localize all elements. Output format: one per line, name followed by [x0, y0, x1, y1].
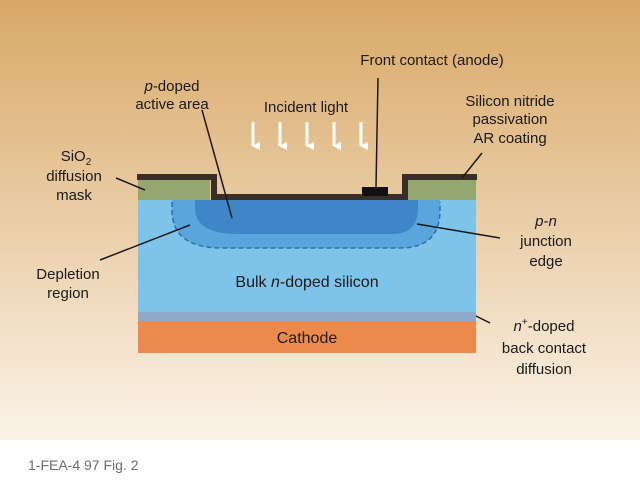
label-nitride-2: passivation: [472, 111, 547, 128]
label-front-contact: Front contact (anode): [360, 52, 503, 69]
label-nplus-doped: -doped: [528, 318, 575, 335]
label-nplus-superscript: +: [522, 317, 528, 328]
label-pn-1: p-n: [534, 213, 557, 230]
label-nplus-2: back contact: [502, 340, 587, 357]
label-sio2-base: SiO: [61, 148, 86, 165]
label-nitride-1: Silicon nitride: [465, 93, 554, 110]
label-p-doped: p-doped: [143, 78, 199, 95]
label-pn-3: edge: [529, 253, 562, 270]
p-doped-active-area: [195, 200, 418, 234]
label-bulk-n: n: [271, 274, 280, 291]
label-pn-n: n: [549, 213, 557, 230]
label-sio2-3: mask: [56, 187, 92, 204]
front-contact: [362, 187, 388, 196]
label-pn-p: p: [534, 213, 543, 230]
leader-n-plus: [475, 315, 491, 324]
n-plus-layer: [138, 312, 476, 321]
label-active-area: active area: [135, 96, 209, 113]
label-p-letter: p: [143, 78, 152, 95]
label-nplus-1: n+-doped: [514, 317, 575, 335]
leader-depletion: [99, 224, 191, 261]
label-nitride-3: AR coating: [473, 130, 546, 147]
sio2-mask-right: [408, 180, 476, 200]
leader-sio2: [115, 177, 146, 191]
leader-pn-junction: [416, 223, 501, 239]
leader-lines: [99, 77, 501, 324]
label-sio2-1: SiO2: [61, 148, 92, 168]
cathode-layer: [138, 321, 476, 353]
leader-nitride: [461, 152, 483, 179]
label-depletion-1: Depletion: [36, 266, 99, 283]
leader-active-area: [201, 109, 233, 219]
label-sio2-subscript: 2: [86, 157, 92, 168]
sio2-mask-left: [138, 180, 210, 200]
label-cathode: Cathode: [277, 330, 338, 347]
incident-light-arrows: [251, 122, 368, 150]
label-nplus-3: diffusion: [516, 361, 572, 378]
label-sio2-2: diffusion: [46, 168, 102, 185]
label-nplus-n: n: [514, 318, 522, 335]
label-pn-dash: -: [544, 213, 549, 230]
label-incident-light: Incident light: [264, 99, 349, 116]
label-depletion-2: region: [47, 285, 89, 302]
label-pn-2: junction: [519, 233, 572, 250]
label-bulk-suffix: -doped silicon: [280, 274, 379, 291]
figure-caption: 1-FEA-4 97 Fig. 2: [28, 457, 139, 473]
label-bulk-prefix: Bulk: [235, 274, 271, 291]
depletion-region-edge: [171, 202, 441, 249]
caption-area: [0, 440, 640, 485]
label-p-doped-suffix: -doped: [153, 78, 200, 95]
leader-front-contact: [375, 77, 379, 188]
label-bulk-silicon: Bulk n-doped silicon: [235, 274, 378, 291]
nitride-coating: [137, 174, 477, 200]
